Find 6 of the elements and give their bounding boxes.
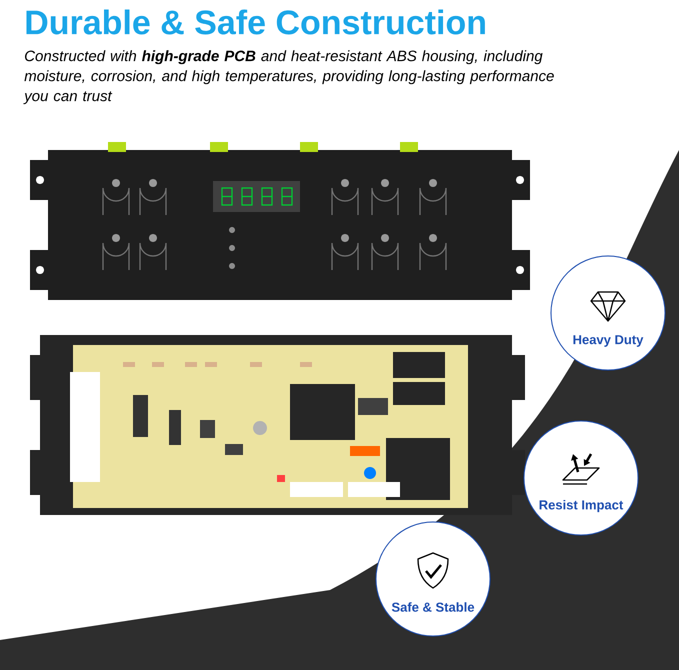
feature-badge: Heavy Duty [550,256,666,370]
node-label: Heavy Duty [573,335,644,347]
title: Durable & Safe Construction [26,10,485,34]
feature-badge: Resist Impact [524,420,638,536]
description-text: Constructed with high-grade PCB and heat-resistant ABS housing, including moisture, corrosion, and high temperatures, providing long-lasting performance you can trust [23,50,554,104]
feature-badge: Safe & Stable [376,522,490,636]
